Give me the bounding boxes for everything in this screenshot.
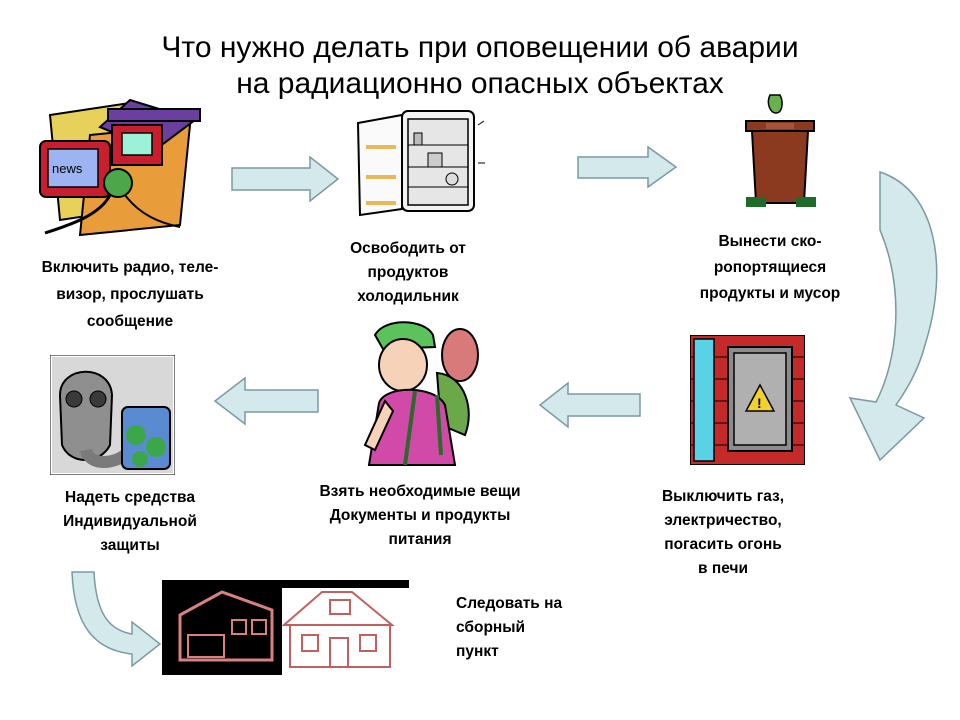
- caption-line: Индивидуальной: [63, 513, 197, 530]
- caption-line: Включить радио, теле-: [41, 259, 219, 276]
- trash-bin-icon: [745, 94, 816, 207]
- arrow-right-1: [231, 155, 340, 203]
- step-caption-radio: Включить радио, теле- визор, прослушать …: [10, 254, 250, 335]
- caption-line: продукты и мусор: [699, 285, 841, 302]
- caption-line: сообщение: [86, 313, 174, 330]
- arrow-curved-down: [848, 170, 938, 462]
- electrical-panel-icon: !: [690, 335, 805, 465]
- caption-line: холодильник: [357, 288, 459, 305]
- arrow-curved-right: [71, 571, 162, 668]
- step-caption-power: Выключить газ, электричество, погасить о…: [628, 485, 818, 581]
- caption-line: погасить огонь: [664, 536, 782, 553]
- title-line-2: на радиационно опасных объектах: [236, 67, 724, 100]
- caption-line: сборный: [456, 619, 526, 636]
- caption-line: Взять необходимые вещи: [319, 483, 521, 500]
- svg-text:!: !: [757, 395, 762, 411]
- step-caption-mask: Надеть средства Индивидуальной защиты: [30, 486, 230, 558]
- step-caption-assembly: Следовать на сборный пункт: [456, 592, 606, 664]
- caption-line: Вынести ско-: [718, 233, 822, 250]
- caption-line: визор, прослушать: [56, 286, 204, 303]
- radio-tv-icon: news: [39, 98, 201, 237]
- caption-line: Надеть средства: [65, 489, 195, 506]
- caption-line: Документы и продукты: [329, 507, 511, 524]
- arrow-left-2: [213, 376, 319, 426]
- caption-line: Выключить газ,: [661, 488, 785, 505]
- arrow-left-1: [538, 381, 641, 429]
- caption-line: Следовать на: [456, 595, 563, 612]
- caption-line: электричество,: [664, 512, 782, 529]
- caption-line: пункт: [456, 643, 499, 660]
- houses-icon: [162, 580, 409, 675]
- step-caption-fridge: Освободить от продуктов холодильник: [318, 237, 498, 309]
- title-line-1: Что нужно делать при оповещении об авари…: [161, 31, 799, 64]
- backpacker-icon: [363, 321, 479, 466]
- caption-line: Освободить от: [350, 240, 466, 257]
- gas-mask-icon: [50, 355, 175, 475]
- slide-title: Что нужно делать при оповещении об авари…: [0, 30, 960, 102]
- caption-line: защиты: [100, 537, 160, 554]
- caption-line: ропортящиеся: [713, 259, 827, 276]
- step-caption-pack: Взять необходимые вещи Документы и проду…: [285, 480, 555, 552]
- arrow-right-2: [577, 145, 678, 189]
- svg-text:news: news: [52, 161, 83, 176]
- refrigerator-icon: [356, 110, 485, 217]
- caption-line: продуктов: [367, 264, 449, 281]
- caption-line: в печи: [698, 560, 748, 577]
- step-caption-trash: Вынести ско- ропортящиеся продукты и мус…: [670, 229, 870, 307]
- caption-line: питания: [388, 531, 452, 548]
